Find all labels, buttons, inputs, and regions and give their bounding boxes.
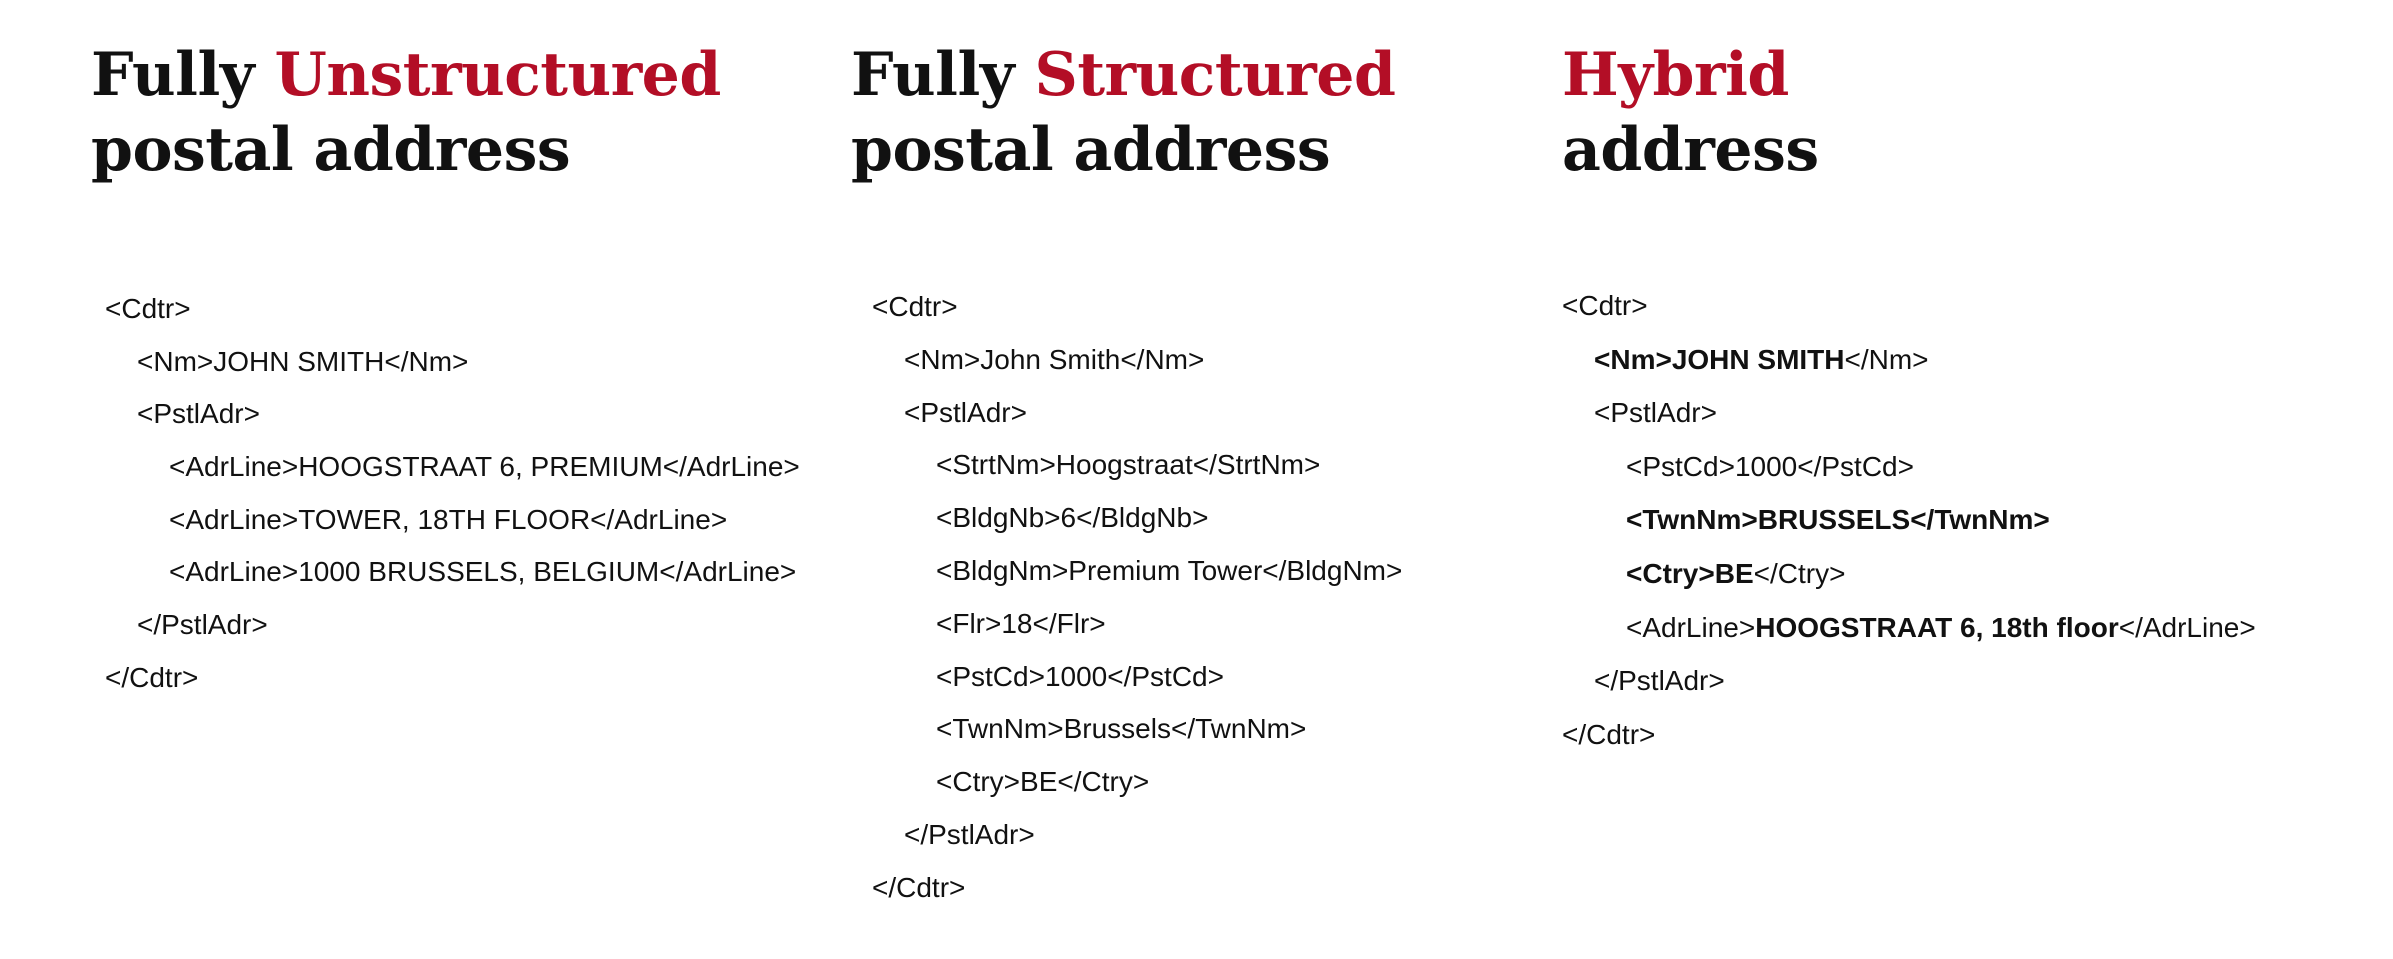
xml-line: <PstCd>1000</PstCd> [872,651,1402,704]
xml-text: <StrtNm>Hoogstraat</StrtNm> [936,449,1321,481]
xml-line: <Cdtr> [105,283,800,336]
xml-line: <PstlAdr> [872,387,1402,440]
xml-text: <BldgNm>Premium Tower</BldgNm> [936,554,1403,586]
xml-line: <AdrLine>TOWER, 18TH FLOOR</AdrLine> [105,494,800,547]
xml-line: <Cdtr> [1562,279,2256,333]
xml-text: </PstlAdr> [904,818,1035,850]
xml-text: <Ctry>BE [1626,557,1754,589]
xml-text: <BldgNb>6</BldgNb> [936,502,1209,534]
xml-text: <TwnNm>BRUSSELS</TwnNm> [1626,504,2050,536]
heading-prefix: Fully [851,40,1035,110]
xml-line: </Cdtr> [872,862,1402,915]
xml-text: </Nm> [1844,343,1929,375]
xml-text: </Cdtr> [1562,718,1656,750]
xml-text: <Nm>JOHN SMITH [1594,343,1845,375]
heading-accent: Hybrid [1562,40,1789,110]
xml-line: <Cdtr> [872,281,1402,334]
xml-text: <PstlAdr> [1594,397,1717,429]
xml-text: <PstCd>1000</PstCd> [936,660,1224,692]
heading-line2: postal address [91,115,571,185]
xml-line: <PstlAdr> [105,388,800,441]
xml-text: </AdrLine> [2118,611,2256,643]
xml-text: <AdrLine>HOOGSTRAAT 6, PREMIUM</AdrLine> [169,451,800,483]
heading-line2: address [1562,115,1819,185]
heading-prefix: Fully [91,40,275,110]
heading-unstructured: Fully Unstructured postal address [91,38,721,188]
xml-text: <AdrLine> [1626,611,1756,643]
xml-text: <AdrLine>1000 BRUSSELS, BELGIUM</AdrLine… [169,556,797,588]
heading-accent: Structured [1034,40,1396,110]
xml-line: <AdrLine>HOOGSTRAAT 6, 18th floor</AdrLi… [1562,601,2256,655]
xml-line: </PstlAdr> [105,599,800,652]
xml-text: </Cdtr> [872,871,966,903]
xml-text: </Cdtr> [105,661,199,693]
heading-hybrid: Hybrid address [1562,38,1819,188]
xml-text: <Cdtr> [1562,290,1648,321]
xml-line: <AdrLine>1000 BRUSSELS, BELGIUM</AdrLine… [105,546,800,599]
xml-text: <AdrLine>TOWER, 18TH FLOOR</AdrLine> [169,503,728,535]
xml-text: <PstlAdr> [137,398,260,430]
xml-line: <TwnNm>Brussels</TwnNm> [872,703,1402,756]
xml-text: HOOGSTRAAT 6, 18th floor [1755,611,2119,643]
xml-line: <BldgNb>6</BldgNb> [872,492,1402,545]
xml-line: <TwnNm>BRUSSELS</TwnNm> [1562,493,2256,547]
xml-text: <TwnNm>Brussels</TwnNm> [936,713,1307,745]
xml-text: <Ctry>BE</Ctry> [936,766,1150,798]
xml-text: </PstlAdr> [1594,665,1725,697]
heading-accent: Unstructured [274,40,722,110]
xml-line: <AdrLine>HOOGSTRAAT 6, PREMIUM</AdrLine> [105,441,800,494]
xml-text: <PstCd>1000</PstCd> [1626,450,1914,482]
xml-text: <Flr>18</Flr> [936,607,1106,639]
xml-code-block-unstructured: <Cdtr> <Nm>JOHN SMITH</Nm> <PstlAdr> <AdrLi… [105,283,800,705]
xml-line: <Flr>18</Flr> [872,598,1402,651]
xml-text: </PstlAdr> [137,609,268,641]
xml-line: <StrtNm>Hoogstraat</StrtNm> [872,439,1402,492]
xml-code-block-hybrid: <Cdtr> <Nm>JOHN SMITH</Nm> <PstlAdr> <PstCd… [1562,279,2256,761]
xml-code-block-structured: <Cdtr> <Nm>John Smith</Nm> <PstlAdr> <StrtN… [872,281,1402,915]
xml-line: <Nm>John Smith</Nm> [872,334,1402,387]
xml-text: <PstlAdr> [904,396,1027,428]
xml-line: </Cdtr> [105,652,800,705]
xml-line: </Cdtr> [1562,708,2256,762]
xml-line: <Nm>JOHN SMITH</Nm> [105,336,800,389]
xml-text: <Cdtr> [105,293,191,324]
xml-text: <Cdtr> [872,291,958,322]
xml-text: </Ctry> [1753,557,1846,589]
xml-line: <Nm>JOHN SMITH</Nm> [1562,333,2256,387]
xml-line: <PstCd>1000</PstCd> [1562,440,2256,494]
xml-line: <PstlAdr> [1562,386,2256,440]
xml-line: <Ctry>BE</Ctry> [1562,547,2256,601]
heading-line2: postal address [851,115,1331,185]
xml-text: <Nm>John Smith</Nm> [904,343,1205,375]
xml-line: </PstlAdr> [1562,654,2256,708]
xml-line: <Ctry>BE</Ctry> [872,756,1402,809]
xml-line: </PstlAdr> [872,809,1402,862]
xml-line: <BldgNm>Premium Tower</BldgNm> [872,545,1402,598]
xml-text: <Nm>JOHN SMITH</Nm> [137,345,469,377]
heading-structured: Fully Structured postal address [851,38,1396,188]
